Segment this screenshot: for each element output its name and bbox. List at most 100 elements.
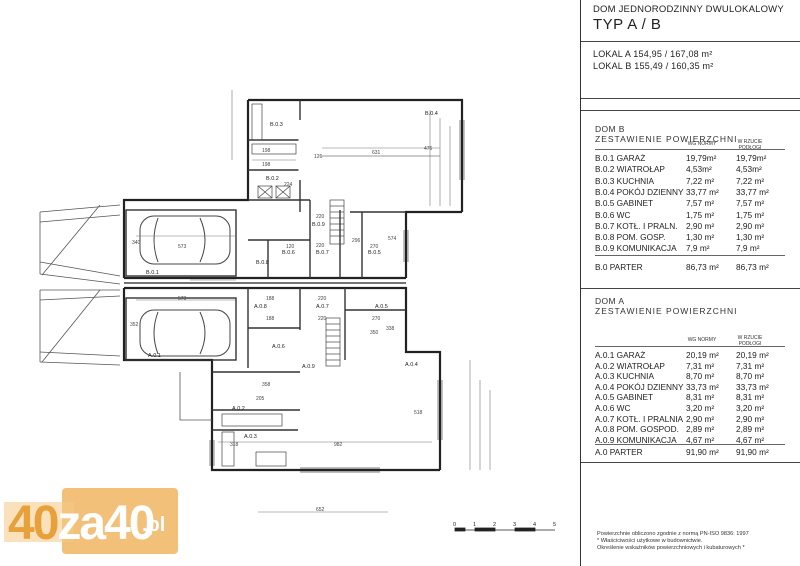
room-label: B.0.1 bbox=[146, 270, 159, 276]
dimension-label: 982 bbox=[334, 442, 343, 448]
cell-name: A.0.8 POM. GOSPOD. bbox=[595, 424, 679, 435]
room-label: A.0.7 bbox=[316, 304, 329, 310]
cell-floor: 8,70 m² bbox=[736, 371, 765, 382]
room-label: A.0.6 bbox=[272, 344, 285, 350]
cell-floor: 7,57 m² bbox=[736, 198, 765, 209]
cell-norm: 1,75 m² bbox=[686, 209, 715, 220]
cell-name: A.0.3 KUCHNIA bbox=[595, 371, 655, 382]
cell-norm: 7,31 m² bbox=[686, 360, 715, 371]
section-b-title: DOM B bbox=[595, 124, 625, 134]
note-1: Powierzchnie obliczono zgodnie z normą P… bbox=[597, 531, 749, 537]
dimension-label: 318 bbox=[230, 442, 239, 448]
cell-floor: 33,73 m² bbox=[736, 381, 769, 392]
table-row: A.0.3 KUCHNIA 8,70 m² 8,70 m² bbox=[595, 371, 795, 381]
divider bbox=[581, 288, 800, 289]
dimension-label: 573 bbox=[178, 296, 187, 302]
table-rule bbox=[595, 149, 785, 150]
dimension-label: 220 bbox=[318, 296, 327, 302]
note-2: * Właściciwości użytkowe w budownictwie. bbox=[597, 538, 703, 544]
cell-name: A.0.9 KOMUNIKACJA bbox=[595, 434, 677, 445]
dimension-label: 631 bbox=[372, 150, 381, 156]
dimension-label: 220 bbox=[316, 214, 325, 220]
cell-name: B.0.9 KOMUNIKACJA bbox=[595, 243, 677, 254]
cell-floor: 7,22 m² bbox=[736, 175, 765, 186]
dimension-label: 188 bbox=[266, 296, 275, 302]
notes: Powierzchnie obliczono zgodnie z normą P… bbox=[597, 531, 749, 552]
total-a-floor: 91,90 m² bbox=[736, 447, 769, 457]
logo-part-2: za bbox=[57, 497, 106, 550]
room-label: B.0.3 bbox=[270, 122, 283, 128]
dimension-label: 205 bbox=[256, 396, 265, 402]
cell-norm: 19,79m² bbox=[686, 153, 717, 163]
cell-name: A.0.4 POKÓJ DZIENNY bbox=[595, 381, 684, 392]
dimension-label: 574 bbox=[388, 236, 397, 242]
scale-tick-label: 2 bbox=[493, 522, 496, 528]
table-row: A.0.2 WIATROŁAP 7,31 m² 7,31 m² bbox=[595, 361, 795, 371]
room-label: A.0.5 bbox=[375, 304, 388, 310]
dimension-label: 352 bbox=[130, 322, 139, 328]
cell-floor: 2,89 m² bbox=[736, 424, 765, 435]
cell-name: B.0.1 GARAŻ bbox=[595, 153, 646, 163]
total-b: B.0 PARTER 86,73 m² 86,73 m² bbox=[595, 262, 795, 272]
cell-floor: 7,31 m² bbox=[736, 360, 765, 371]
divider bbox=[581, 98, 800, 99]
dimension-label: 358 bbox=[262, 382, 271, 388]
cell-name: B.0.3 KUCHNIA bbox=[595, 175, 655, 186]
dimension-label: 340 bbox=[132, 240, 141, 246]
col-norm-b: WG NORMY bbox=[687, 141, 717, 147]
divider bbox=[581, 462, 800, 463]
cell-name: A.0.5 GABINET bbox=[595, 392, 654, 403]
dimension-label: 188 bbox=[266, 316, 275, 322]
cell-norm: 20,19 m² bbox=[686, 350, 719, 360]
drawing-type: TYP A / B bbox=[593, 16, 662, 33]
total-a: A.0 PARTER 91,90 m² 91,90 m² bbox=[595, 447, 795, 457]
cell-norm: 8,31 m² bbox=[686, 392, 715, 403]
cell-name: A.0.7 KOTŁ. I PRALNIA bbox=[595, 413, 684, 424]
dimension-label: 198 bbox=[262, 162, 271, 168]
car-a bbox=[139, 309, 231, 357]
logo-suffix: .pl bbox=[142, 514, 166, 536]
room-label: A.0.3 bbox=[244, 434, 257, 440]
table-rule bbox=[595, 346, 785, 347]
cell-floor: 4,67 m² bbox=[736, 434, 765, 445]
cell-name: A.0.1 GARAŻ bbox=[595, 350, 646, 360]
room-label: A.0.1 bbox=[148, 353, 161, 359]
logo-part-3: 40 bbox=[104, 497, 155, 550]
lokal-a-area: LOKAL A 154,95 / 167,08 m² bbox=[593, 49, 713, 59]
cell-name: A.0.2 WIATROŁAP bbox=[595, 360, 665, 371]
col-floor-a: W RZUCIE PODŁOGI bbox=[737, 335, 763, 347]
dimension-label: 518 bbox=[414, 410, 423, 416]
divider bbox=[581, 110, 800, 111]
cell-name: B.0.7 KOTŁ. I PRALN. bbox=[595, 220, 678, 231]
dimension-label: 120 bbox=[286, 244, 295, 250]
cell-name: B.0.5 GABINET bbox=[595, 198, 654, 209]
dimension-label: 224 bbox=[284, 182, 293, 188]
cell-norm: 4,53m² bbox=[686, 164, 712, 175]
cell-name: B.0.6 WC bbox=[595, 209, 631, 220]
total-b-norm: 86,73 m² bbox=[686, 262, 719, 272]
cell-norm: 8,70 m² bbox=[686, 371, 715, 382]
cell-floor: 7,9 m² bbox=[736, 243, 760, 254]
dimension-label: 476 bbox=[424, 146, 433, 152]
lokal-b-area: LOKAL B 155,49 / 160,35 m² bbox=[593, 61, 714, 71]
col-floor-b: W RZUCIE PODŁOGI bbox=[737, 139, 763, 151]
dimension-label: 220 bbox=[316, 243, 325, 249]
cell-norm: 3,20 m² bbox=[686, 403, 715, 413]
scale-tick-label: 0 bbox=[453, 522, 456, 528]
divider bbox=[581, 41, 800, 42]
room-label: A.0.9 bbox=[302, 364, 315, 370]
room-label: B.0.2 bbox=[266, 176, 279, 182]
room-label: B.0.4 bbox=[425, 111, 438, 117]
cell-norm: 33,73 m² bbox=[686, 381, 719, 392]
